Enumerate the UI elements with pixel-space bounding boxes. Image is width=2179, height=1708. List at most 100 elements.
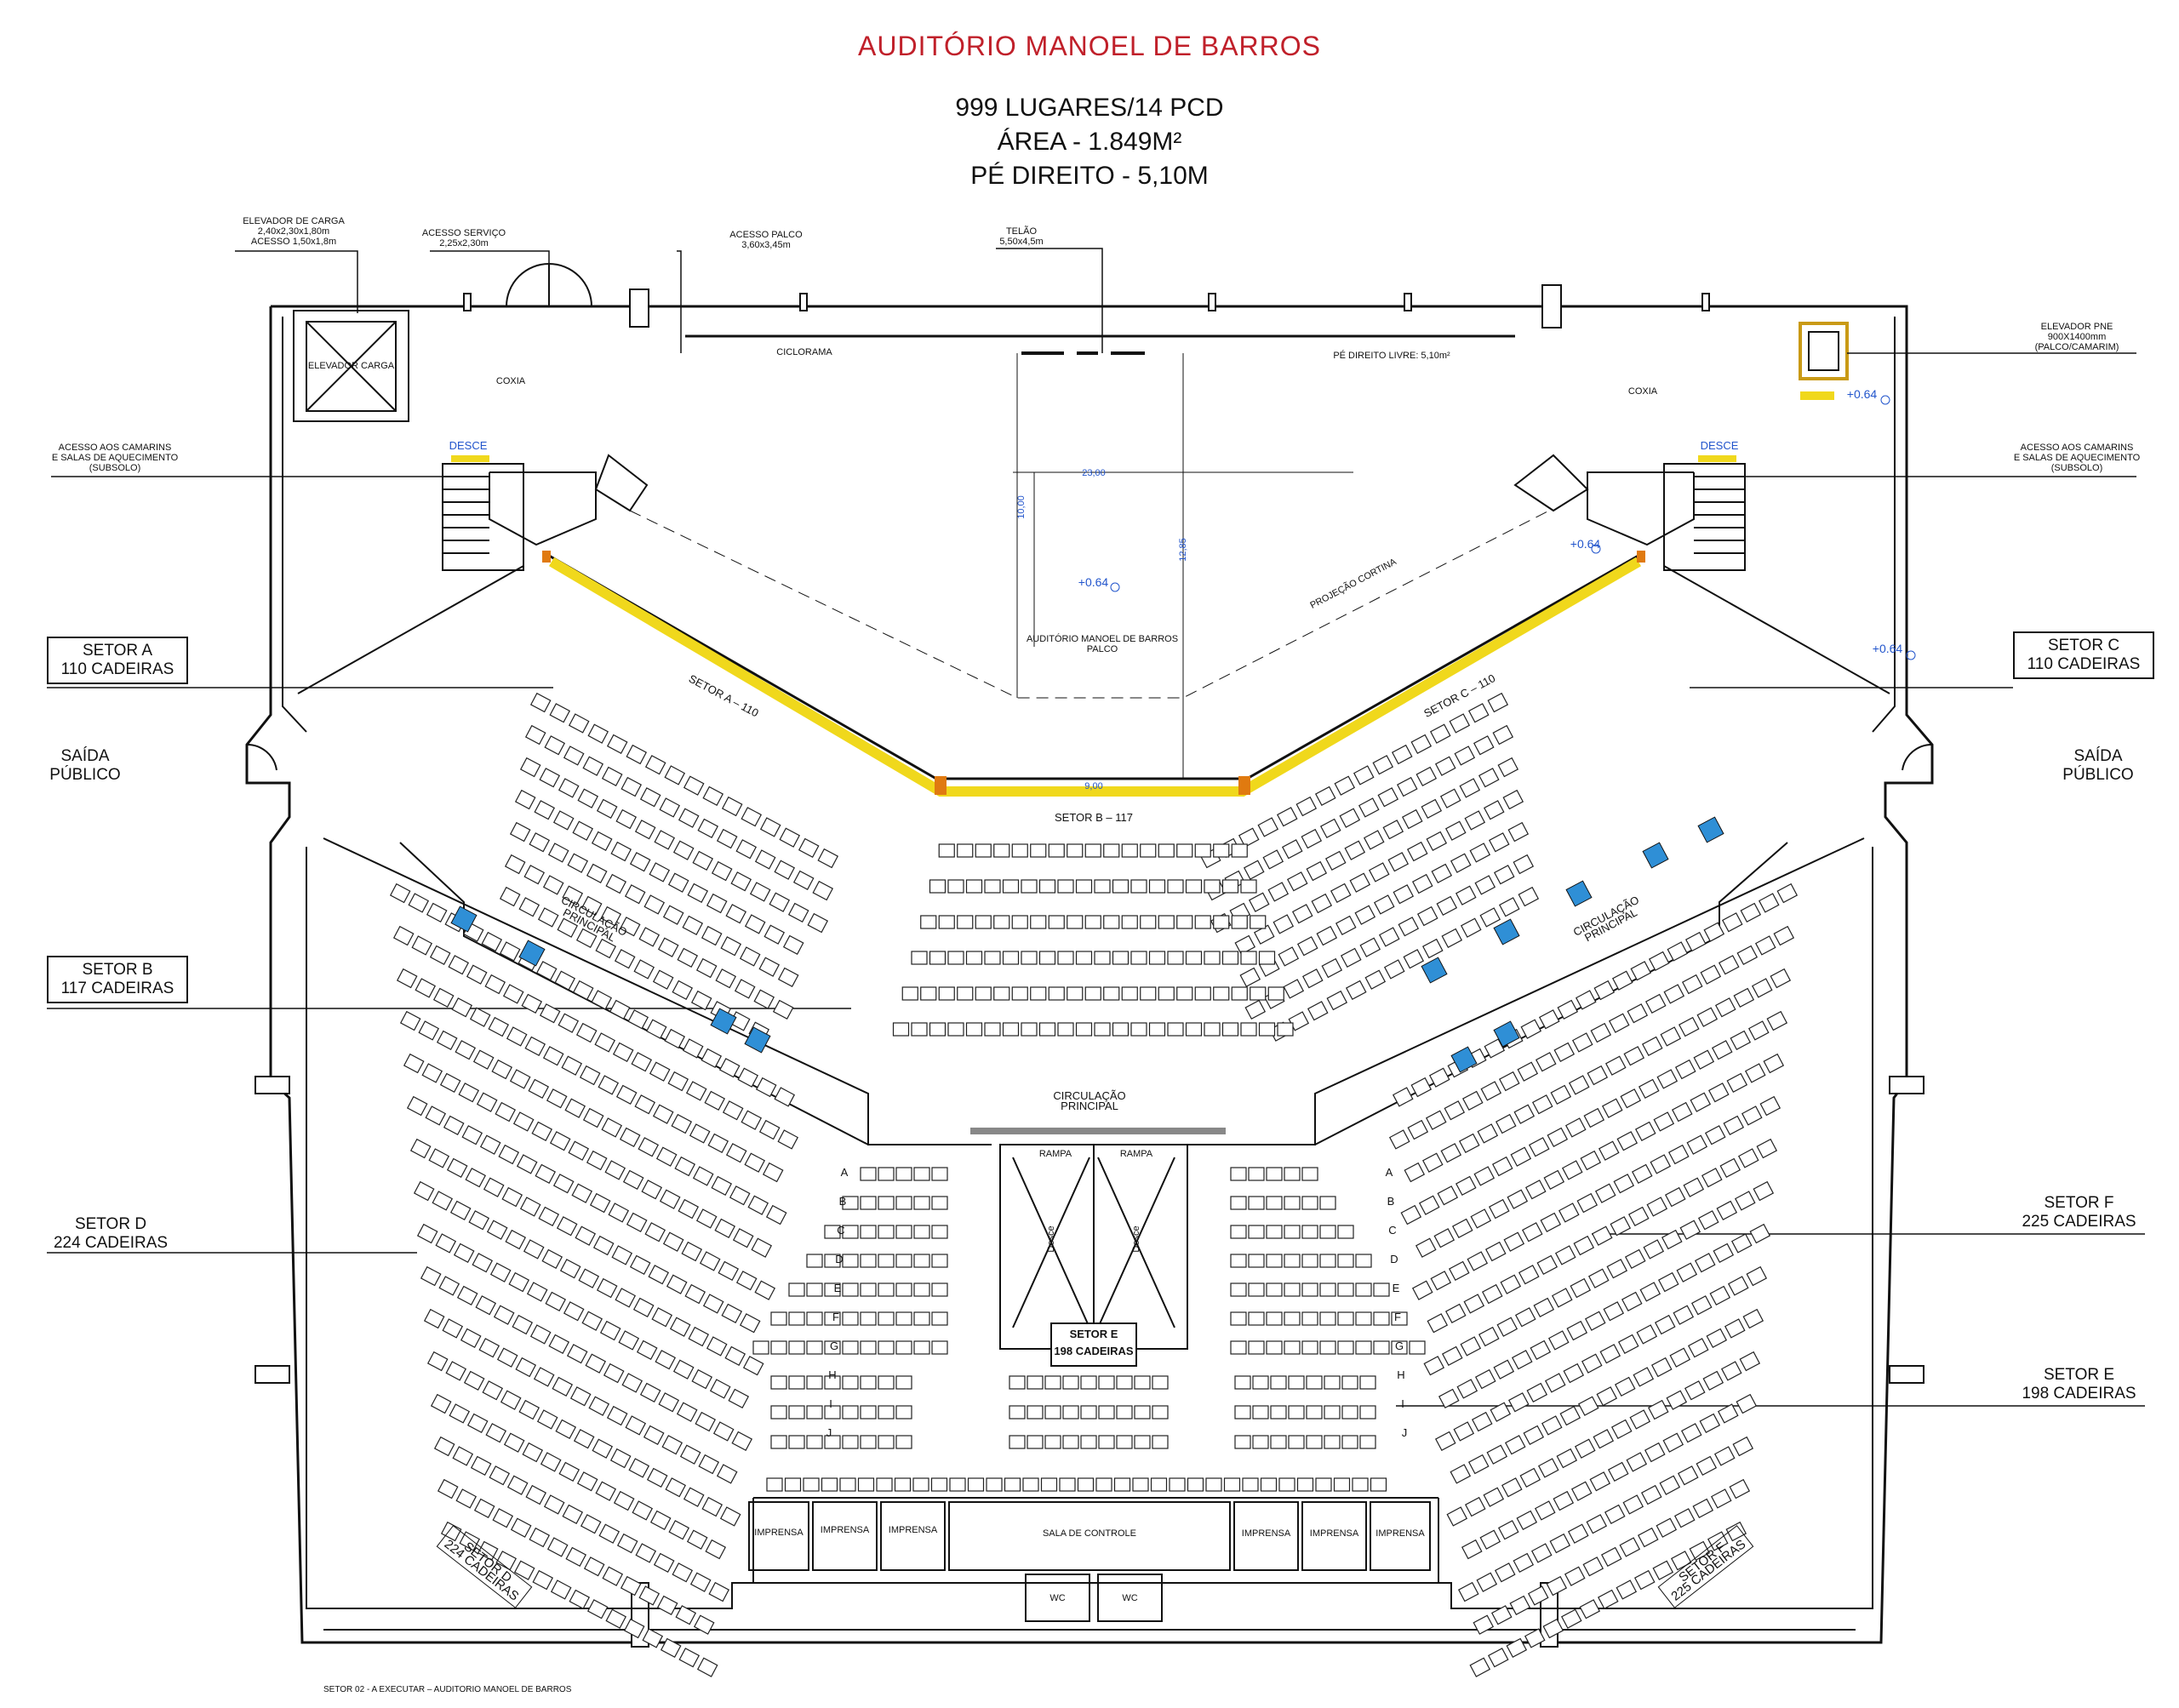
seat <box>1577 1396 1599 1416</box>
seat <box>1301 968 1324 989</box>
seat-row-sector-d <box>437 1478 715 1635</box>
seat <box>1481 1283 1503 1305</box>
seat <box>1319 818 1341 839</box>
seat <box>975 986 992 1001</box>
seat <box>1439 788 1461 808</box>
seat <box>635 1543 657 1563</box>
seat <box>1044 1435 1061 1449</box>
seat-row-sector-f <box>1400 1010 1788 1225</box>
seat <box>901 986 918 1001</box>
seat <box>878 1405 895 1420</box>
seat <box>1613 1174 1635 1194</box>
stage-access-note-2: 3,60x3,45m <box>741 240 791 250</box>
seat <box>1057 879 1074 894</box>
seat <box>549 1131 571 1151</box>
seat <box>1002 951 1020 965</box>
seat <box>709 1379 731 1399</box>
seat <box>1321 957 1343 979</box>
seat <box>488 1016 510 1037</box>
sector-a-callout: SETOR A 110 CADEIRAS <box>47 637 188 684</box>
seat <box>638 1137 660 1157</box>
seat <box>1523 1425 1545 1446</box>
seat <box>1230 1196 1247 1210</box>
seat <box>1301 1225 1318 1239</box>
row-letter: D <box>835 1253 844 1265</box>
seat <box>1464 810 1486 831</box>
seat <box>626 1212 648 1233</box>
seat <box>931 1167 948 1181</box>
seat <box>1661 1229 1683 1250</box>
seat <box>1736 1393 1758 1414</box>
seat <box>1687 1338 1709 1358</box>
dressing-rooms-note-right: ACESSO AOS CAMARINS E SALAS DE AQUECIMEN… <box>2005 443 2149 473</box>
row-letter: H <box>1397 1368 1405 1381</box>
seat <box>1497 757 1519 778</box>
seat <box>1643 1239 1665 1260</box>
seat <box>1557 999 1579 1020</box>
seat-row-sector-d <box>399 1010 787 1225</box>
camarins-left-2: E SALAS DE AQUECIMENTO <box>51 453 179 463</box>
seat <box>649 1061 671 1082</box>
seat <box>600 905 622 927</box>
seat-row-sector-d <box>430 1393 727 1560</box>
seat <box>1355 1282 1372 1297</box>
seat <box>913 1196 930 1210</box>
seat <box>1622 1494 1644 1515</box>
seat <box>716 828 738 849</box>
seat <box>1270 1405 1287 1420</box>
seat <box>1483 800 1505 820</box>
seat <box>1509 1595 1531 1616</box>
wc-left: WC <box>1049 1593 1066 1603</box>
seat <box>729 1185 751 1206</box>
seat <box>1770 968 1792 989</box>
seat <box>1258 1022 1276 1037</box>
seat <box>592 1235 615 1256</box>
seat <box>1623 1046 1645 1066</box>
seat <box>568 1140 590 1161</box>
seat <box>1176 915 1193 929</box>
seat <box>445 1361 467 1381</box>
seat <box>1345 980 1367 1001</box>
seat <box>652 1104 674 1124</box>
sector-f-callout: SETOR F 225 CADEIRAS <box>2009 1194 2149 1231</box>
pcd-seat <box>1493 1020 1520 1048</box>
seat <box>672 980 694 1001</box>
seat <box>1726 1072 1748 1094</box>
seat <box>591 831 613 852</box>
seat <box>505 1229 527 1250</box>
seat-row-sector-a <box>514 789 804 956</box>
seat <box>1488 1198 1510 1220</box>
seat <box>475 1295 497 1316</box>
seat <box>1027 1435 1044 1449</box>
seat <box>806 1435 823 1449</box>
seat <box>1204 1022 1221 1037</box>
seat <box>569 1589 591 1610</box>
seat <box>1560 1608 1582 1629</box>
seat <box>529 1324 552 1345</box>
seat <box>627 1009 649 1030</box>
seat <box>438 1276 460 1296</box>
seat <box>878 1225 895 1239</box>
seat <box>965 951 983 965</box>
seat <box>1288 1405 1305 1420</box>
seat <box>1549 1533 1571 1554</box>
seat <box>798 837 820 859</box>
seat <box>662 1231 684 1252</box>
seat <box>648 1265 670 1285</box>
stage-label-2: PALCO <box>1086 644 1118 654</box>
seat <box>769 892 791 912</box>
seat <box>1696 1455 1718 1477</box>
seat <box>664 765 686 785</box>
sector-e-callout: SETOR E 198 CADEIRAS <box>2009 1366 2149 1403</box>
seat <box>601 1117 623 1138</box>
seat <box>532 1569 554 1591</box>
seat <box>614 949 636 969</box>
seat <box>1204 951 1221 965</box>
seat <box>1644 993 1667 1014</box>
desce-left: DESCE <box>449 439 488 452</box>
stage-label: AUDITÓRIO MANOEL DE BARROS PALCO <box>1013 634 1192 654</box>
seat <box>788 1375 805 1390</box>
seat <box>1248 892 1270 912</box>
seat <box>931 1282 948 1297</box>
seat <box>1373 894 1395 915</box>
